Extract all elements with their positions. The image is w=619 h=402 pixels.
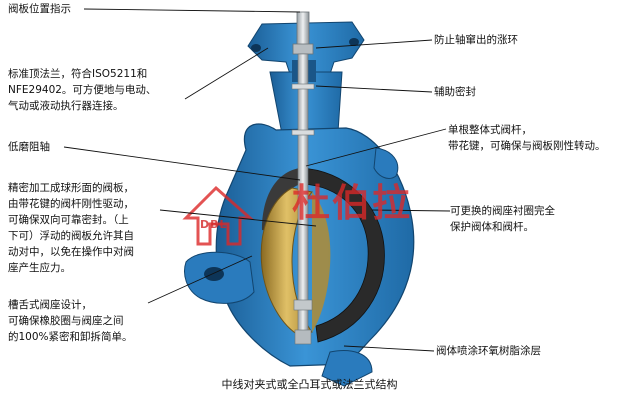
label-disc-description: 精密加工成球形面的阀板， 由带花键的阀杆刚性驱动， 可确保双向可靠密封。（上 下…: [8, 182, 134, 274]
label-disc-indicator: 阀板位置指示: [8, 3, 71, 15]
label-seat-groove: 槽舌式阀座设计， 可确保橡胶圈与阀座之间 的100%紧密和卸拆简单。: [8, 299, 133, 343]
label-auxiliary-seal: 辅助密封: [434, 86, 476, 98]
label-replaceable-liner: 可更换的阀座衬圈完全 保护阀体和阀杆。: [450, 205, 555, 233]
leader-lines: [63, 8, 451, 352]
label-one-piece-stem: 单根整体式阀杆， 带花键，可确保与阀板刚性转动。: [448, 124, 606, 152]
label-epoxy-coating: 阀体喷涂环氧树脂涂层: [436, 345, 541, 357]
label-anti-blowout-ring: 防止轴窜出的涨环: [434, 34, 518, 46]
watermark-sub: DBL: [200, 218, 228, 231]
diagram-caption: 中线对夹式或全凸耳式或法兰式结构: [221, 378, 398, 391]
watermark-brand: 杜伯拉: [292, 181, 413, 225]
label-flange-standard: 标准顶法兰，符合ISO5211和 NFE29402。可方便地与电动、 气动或液动…: [8, 68, 157, 112]
label-low-friction-shaft: 低磨阻轴: [8, 141, 50, 153]
valve-stem: [291, 11, 315, 345]
